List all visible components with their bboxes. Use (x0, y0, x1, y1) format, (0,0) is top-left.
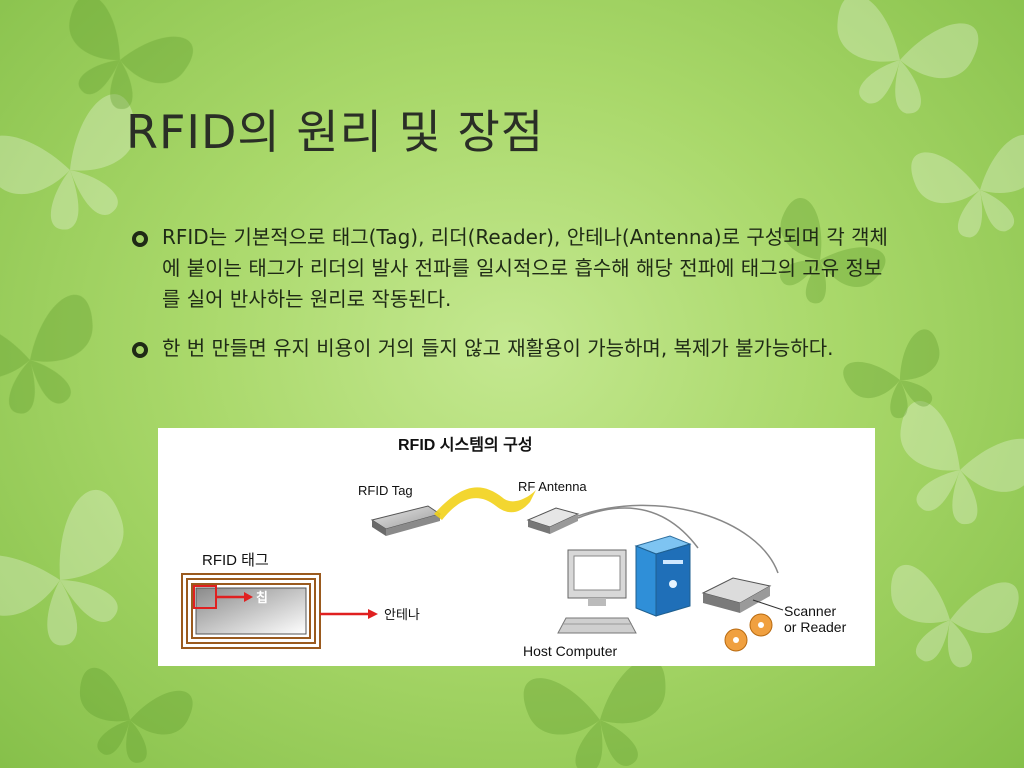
antenna-kr-label: 안테나 (384, 608, 420, 623)
radio-wave-icon (434, 487, 536, 520)
butterfly-icon (0, 291, 112, 427)
scanner-label-line1: Scanner (784, 603, 836, 619)
host-computer-icon (557, 535, 692, 634)
reader-cable (577, 504, 779, 574)
rfid-system-diagram: RFID 시스템의 구성 RFID Tag RF Antenna (158, 428, 875, 666)
slide-title: RFID의 원리 및 장점 (126, 105, 545, 159)
disc-icon (724, 613, 773, 652)
bullet-ring-icon (132, 342, 148, 358)
scanner-reader-icon (701, 577, 772, 613)
scanner-pointer-line (752, 599, 784, 611)
bullet-text: RFID는 기본적으로 태그(Tag), 리더(Reader), 안테나(Ant… (162, 225, 888, 311)
butterfly-icon (520, 656, 679, 768)
butterfly-icon (878, 562, 1022, 676)
antenna-arrow-head-icon (368, 609, 378, 619)
bullet-list: RFID는 기본적으로 태그(Tag), 리더(Reader), 안테나(Ant… (132, 222, 892, 382)
rfid-tag-device-icon (370, 505, 442, 536)
butterfly-icon (875, 396, 1024, 542)
chip-label: 칩 (256, 590, 268, 606)
rf-antenna-icon (526, 507, 580, 534)
bullet-item: RFID는 기본적으로 태그(Tag), 리더(Reader), 안테나(Ant… (132, 222, 892, 315)
bullet-item: 한 번 만들면 유지 비용이 거의 들지 않고 재활용이 가능하며, 복제가 불… (132, 333, 892, 364)
antenna-cable (577, 507, 699, 549)
rfid-tag-label: RFID Tag (358, 483, 413, 498)
butterfly-icon (818, 0, 983, 127)
rf-antenna-label: RF Antenna (518, 479, 587, 494)
host-computer-label: Host Computer (523, 643, 617, 659)
bullet-ring-icon (132, 231, 148, 247)
butterfly-icon (908, 132, 1024, 246)
scanner-label-line2: or Reader (784, 619, 847, 635)
bullet-text: 한 번 만들면 유지 비용이 거의 들지 않고 재활용이 가능하며, 복제가 불… (162, 336, 834, 360)
butterfly-icon (64, 665, 196, 768)
diagram-title: RFID 시스템의 구성 (398, 435, 533, 454)
rfid-tag-card (181, 573, 321, 649)
butterfly-icon (0, 483, 165, 675)
rfid-tag-box-label: RFID 태그 (202, 552, 269, 569)
chip-arrow-head-icon (244, 592, 253, 602)
